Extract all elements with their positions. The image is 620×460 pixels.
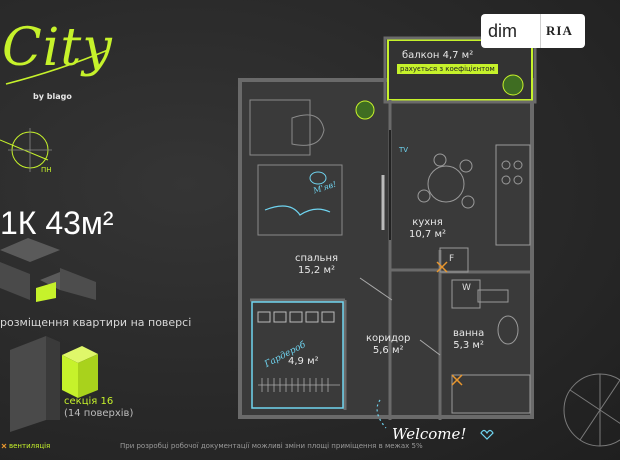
welcome-text: Welcome! xyxy=(392,425,467,443)
logo-subtitle: by blago xyxy=(33,92,72,101)
unit-type-title: 1К 43м² xyxy=(0,205,114,241)
dim-ria-watermark: dim RIA xyxy=(481,14,585,48)
balcony-coefficient-note: рахується з коефіцієнтом xyxy=(397,64,498,74)
tv-label: TV xyxy=(399,146,409,154)
kitchen-label: кухня 10,7 м² xyxy=(409,217,446,241)
wardrobe-area: 4,9 м² xyxy=(288,356,319,367)
floor-position-minimap xyxy=(0,238,96,302)
bathroom-label: ванна 5,3 м² xyxy=(453,328,484,352)
balcony-name: балкон xyxy=(402,50,440,61)
shoe-rack-icon xyxy=(257,311,335,323)
washing-machine-icon xyxy=(451,279,481,309)
balcony-outline xyxy=(383,36,537,104)
cat-head-icon xyxy=(309,171,327,185)
compass-label: ПН xyxy=(41,166,52,174)
fridge-icon xyxy=(439,247,469,273)
floor-position-label: розміщення квартири на поверсі xyxy=(0,316,192,329)
door-swing-icon xyxy=(419,339,441,356)
heart-icon xyxy=(480,429,494,440)
shower-icon xyxy=(451,374,531,414)
toilet-icon xyxy=(497,315,519,345)
legend-vent-icon xyxy=(1,443,7,449)
plant-icon xyxy=(355,100,375,120)
bed-icon xyxy=(257,164,343,236)
bedroom-name: спальня xyxy=(295,253,339,264)
section-label: секція 16 xyxy=(64,396,114,407)
cat-doodle-icon xyxy=(264,205,331,216)
exterior-tree-icon xyxy=(563,373,620,447)
fridge-label: F xyxy=(449,254,455,264)
dim-wordmark: dim xyxy=(488,14,541,48)
vent-legend: вентиляція xyxy=(9,442,51,450)
desk-icon xyxy=(249,99,311,156)
logo-swoosh xyxy=(5,49,109,85)
bathroom-area: 5,3 м² xyxy=(453,340,484,351)
sink-icon xyxy=(477,289,509,303)
kitchen-area: 10,7 м² xyxy=(409,229,446,240)
area-disclaimer: При розробці робочої документації можлив… xyxy=(120,442,423,450)
balcony-label: балкон 4,7 м² xyxy=(402,50,473,62)
vent-icon xyxy=(436,261,463,386)
bedroom-area: 15,2 м² xyxy=(298,265,335,276)
armchair-icon xyxy=(291,114,325,146)
compass-icon xyxy=(0,128,52,172)
floors-count-label: (14 поверхів) xyxy=(64,408,134,419)
bathroom-name: ванна xyxy=(453,328,485,339)
apartment-outer-wall xyxy=(238,78,534,419)
ria-wordmark: RIA xyxy=(546,23,573,38)
bedroom-label: спальня 15,2 м² xyxy=(295,253,338,277)
corridor-area: 5,6 м² xyxy=(372,345,404,356)
hanger-rail-icon xyxy=(258,378,340,392)
dining-table-icon xyxy=(427,165,465,203)
washer-label: W xyxy=(462,283,471,293)
kitchen-counter-icon xyxy=(495,144,531,246)
section-building-icon xyxy=(10,336,98,432)
kitchen-name: кухня xyxy=(412,217,443,228)
city-logo: City xyxy=(2,18,113,78)
wardrobe-area xyxy=(251,301,344,409)
corridor-name: коридор xyxy=(366,333,411,344)
balcony-area: 4,7 м² xyxy=(442,50,474,61)
corridor-label: коридор 5,6 м² xyxy=(366,333,410,357)
balcony-plant-icon xyxy=(502,74,524,96)
door-swing-icon xyxy=(359,277,393,301)
